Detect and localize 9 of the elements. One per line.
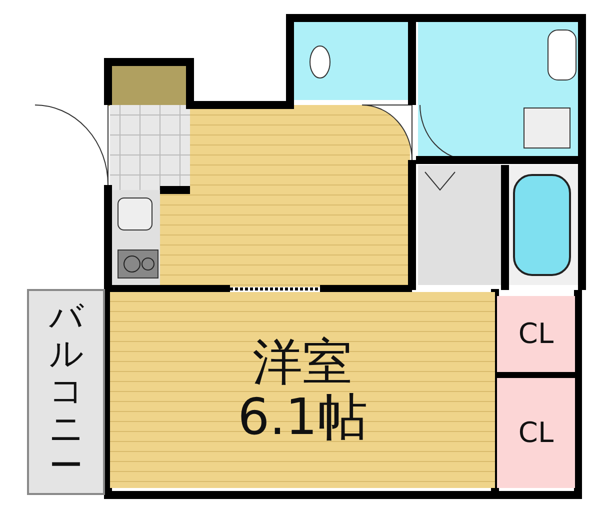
closet (497, 378, 575, 488)
room-label: 洋室 (252, 335, 352, 390)
room-label: バルコニー (49, 298, 83, 486)
room-label: CL (518, 318, 554, 350)
room-label: CL (518, 418, 554, 448)
room-label: 6.1帖 (238, 390, 368, 445)
balcony-area (27, 289, 105, 495)
closet (497, 296, 575, 372)
room-area (110, 292, 495, 488)
